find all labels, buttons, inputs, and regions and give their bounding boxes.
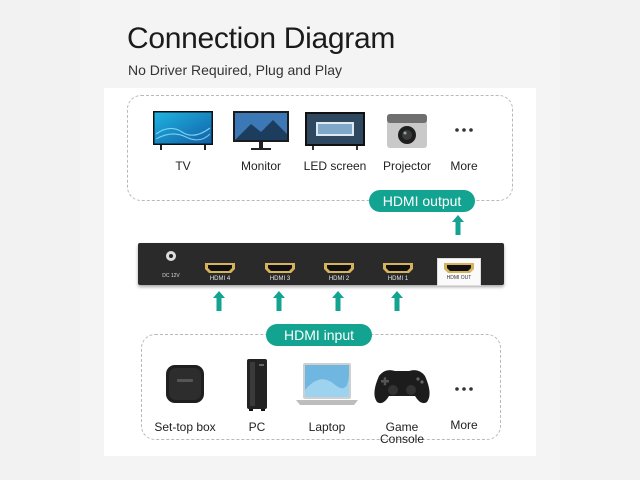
hdmi-port-2: HDMI 2 <box>319 262 359 292</box>
output-device-led-screen: LED screen <box>300 110 370 180</box>
page-title: Connection Diagram <box>127 22 396 55</box>
input-device-pc: PC <box>234 356 280 440</box>
set-top-box-icon <box>166 365 204 403</box>
dc-power-port: DC 12V <box>162 250 180 279</box>
port-label-hdmi1: HDMI 1 <box>387 276 409 282</box>
input-device-more: More <box>444 360 484 440</box>
dc-jack-icon <box>166 251 176 261</box>
hdmi-port-3: HDMI 3 <box>260 262 300 292</box>
output-devices-box <box>127 95 513 201</box>
led-screen-icon <box>305 112 365 150</box>
projector-icon <box>387 114 427 148</box>
hdmi-port-icon <box>383 263 413 273</box>
laptop-icon <box>296 363 358 405</box>
input-arrow-icon <box>332 291 344 311</box>
output-device-tv: TV <box>150 110 216 180</box>
input-device-game-console: Game Console <box>368 360 436 446</box>
hdmi-port-icon <box>265 263 295 273</box>
pc-tower-icon <box>247 359 267 411</box>
port-label-hdmi2: HDMI 2 <box>328 276 350 282</box>
output-device-more: More <box>446 110 482 180</box>
output-label-projector: Projector <box>382 159 432 173</box>
hdmi-output-badge: HDMI output <box>369 190 475 212</box>
input-arrow-icon <box>391 291 403 311</box>
output-arrow-icon <box>452 215 464 235</box>
output-label-more: More <box>450 159 478 173</box>
monitor-icon <box>233 111 289 150</box>
hdmi-port-1: HDMI 1 <box>378 262 418 292</box>
output-device-projector: Projector <box>376 108 438 180</box>
game-controller-icon <box>374 370 430 404</box>
hdmi-out-port: HDMI OUT <box>437 258 481 286</box>
more-dots-icon <box>455 128 473 132</box>
output-label-monitor: Monitor <box>240 159 281 173</box>
output-label-led-screen: LED screen <box>303 159 367 173</box>
hdmi-port-icon <box>205 263 235 273</box>
input-label-more: More <box>450 418 478 432</box>
right-margin <box>560 0 640 480</box>
input-arrow-icon <box>213 291 225 311</box>
input-label-set-top-box: Set-top box <box>154 420 216 434</box>
input-label-console: Console <box>379 432 425 446</box>
port-label-hdmi4: HDMI 4 <box>209 276 231 282</box>
input-label-pc: PC <box>248 420 266 434</box>
output-label-tv: TV <box>175 159 191 173</box>
input-label-game: Game <box>385 420 419 434</box>
port-label-hdmi-out: HDMI OUT <box>446 275 472 281</box>
more-dots-icon <box>455 387 473 391</box>
input-label-laptop: Laptop <box>308 420 346 434</box>
input-arrow-icon <box>273 291 285 311</box>
hdmi-port-icon <box>444 263 474 273</box>
dc-label: DC 12V <box>162 273 180 279</box>
input-device-set-top-box: Set-top box <box>150 360 220 440</box>
hdmi-input-badge: HDMI input <box>266 324 372 346</box>
hdmi-port-icon <box>324 263 354 273</box>
output-device-monitor: Monitor <box>228 110 294 180</box>
input-device-laptop: Laptop <box>292 360 362 440</box>
left-margin <box>0 0 80 480</box>
hdmi-port-4: HDMI 4 <box>200 262 240 292</box>
tv-icon <box>153 111 213 150</box>
port-label-hdmi3: HDMI 3 <box>269 276 291 282</box>
page-subtitle: No Driver Required, Plug and Play <box>128 62 342 78</box>
